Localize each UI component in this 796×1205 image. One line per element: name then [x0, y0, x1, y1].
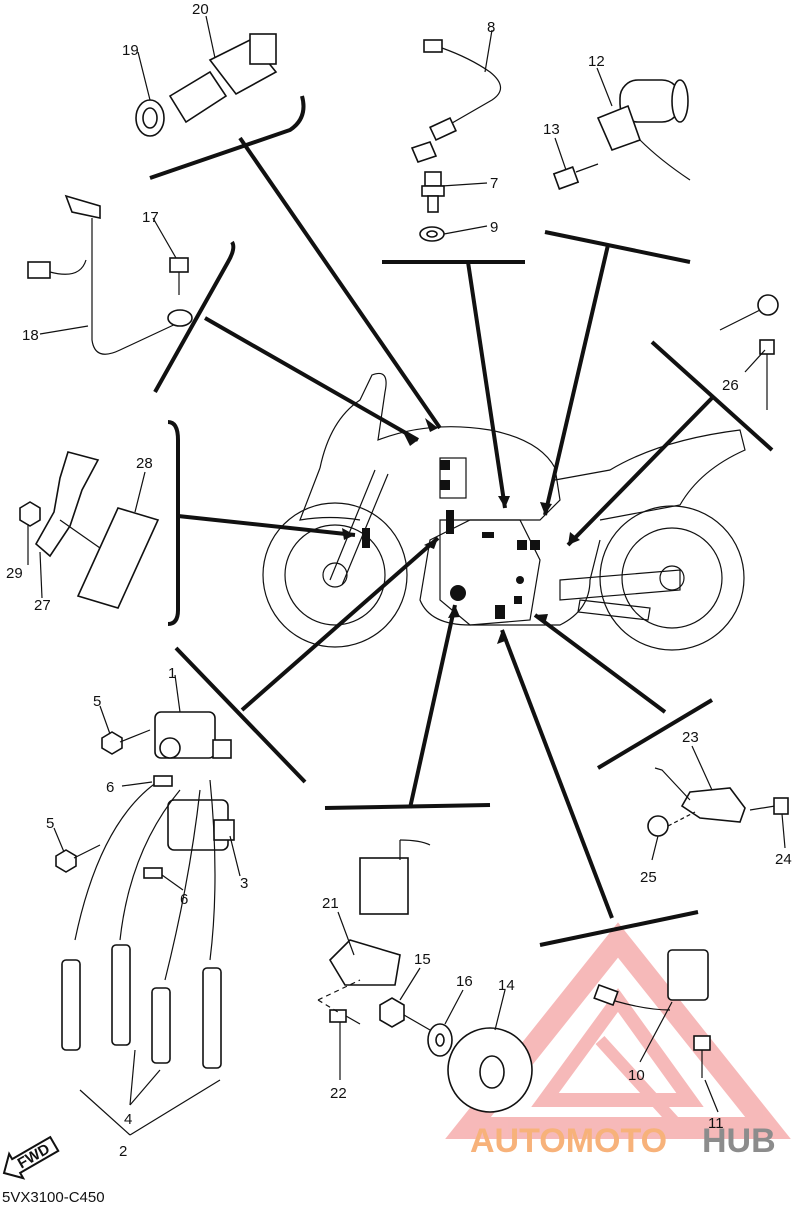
label-15: 15 — [414, 951, 431, 968]
label-10: 10 — [628, 1067, 645, 1084]
part-13-bolt[interactable] — [552, 163, 599, 190]
part-17-bolt[interactable] — [169, 257, 189, 295]
label-8: 8 — [487, 19, 495, 36]
watermark-text: AUTOMOTO HUB — [470, 1122, 776, 1160]
label-6-top: 6 — [106, 779, 114, 796]
part-7-switch[interactable] — [421, 171, 445, 213]
part-3-ignition-coil[interactable] — [167, 799, 235, 851]
diagram-code: 5VX3100-C450 — [2, 1189, 105, 1205]
part-9-washer[interactable] — [419, 226, 445, 242]
label-19: 19 — [122, 42, 139, 59]
label-13: 13 — [543, 121, 560, 138]
motorcycle-outline — [262, 372, 746, 651]
label-5-top: 5 — [93, 693, 101, 710]
part-15-bolt[interactable] — [379, 997, 431, 1031]
part-21-sensor[interactable] — [328, 839, 431, 986]
part-6-bolts[interactable] — [143, 775, 173, 879]
part-14-rotor[interactable] — [447, 1027, 533, 1113]
label-6-bottom: 6 — [180, 891, 188, 908]
label-27: 27 — [34, 597, 51, 614]
label-22: 22 — [330, 1085, 347, 1102]
label-16: 16 — [456, 973, 473, 990]
fwd-arrow-icon: FWD — [2, 1135, 60, 1180]
label-5-bottom: 5 — [46, 815, 54, 832]
part-8-wire[interactable] — [410, 39, 502, 163]
part-29-nut[interactable] — [19, 501, 41, 527]
label-18: 18 — [22, 327, 39, 344]
label-3: 3 — [240, 875, 248, 892]
part-20-sensor[interactable] — [135, 33, 278, 137]
label-23: 23 — [682, 729, 699, 746]
part-22-bolt[interactable] — [329, 1009, 361, 1025]
part-18-lead[interactable] — [27, 194, 193, 355]
part-28-relay[interactable] — [76, 507, 160, 609]
part-27-bracket[interactable] — [34, 451, 100, 558]
label-9: 9 — [490, 219, 498, 236]
label-20: 20 — [192, 1, 209, 18]
part-11-bolt[interactable] — [693, 1035, 711, 1078]
part-2-spark-plug-leads[interactable] — [74, 779, 216, 981]
part-5-bolts[interactable] — [55, 729, 151, 873]
part-24-bolt[interactable] — [749, 797, 789, 815]
part-1-ignition-coil[interactable] — [154, 711, 232, 759]
part-12-sensor[interactable] — [596, 79, 691, 181]
part-26-sensor[interactable] — [719, 294, 779, 410]
part-25-grommet[interactable] — [647, 815, 669, 837]
label-26: 26 — [722, 377, 739, 394]
label-25: 25 — [640, 869, 657, 886]
label-29: 29 — [6, 565, 23, 582]
part-23-bracket[interactable] — [654, 767, 746, 823]
label-leaders — [27, 15, 786, 1136]
part-4-plug-caps[interactable] — [61, 944, 222, 1069]
part-labels: 20 19 8 12 13 7 9 17 18 26 28 29 27 1 5 … — [6, 1, 792, 1160]
label-4: 4 — [124, 1111, 132, 1128]
label-24: 24 — [775, 851, 792, 868]
label-14: 14 — [498, 977, 515, 994]
watermark-part2: HUB — [702, 1122, 776, 1160]
part-10-pickup-coil[interactable] — [593, 949, 709, 1011]
label-1: 1 — [168, 665, 176, 682]
part-16-washer[interactable] — [427, 1023, 453, 1057]
callout-lines — [149, 95, 774, 947]
label-12: 12 — [588, 53, 605, 70]
label-7: 7 — [490, 175, 498, 192]
label-2: 2 — [119, 1143, 127, 1160]
label-11: 11 — [708, 1115, 724, 1132]
label-28: 28 — [136, 455, 153, 472]
label-17: 17 — [142, 209, 159, 226]
label-21: 21 — [322, 895, 339, 912]
watermark-part1: AUTOMOTO — [470, 1122, 667, 1160]
watermark-logo — [445, 922, 791, 1139]
